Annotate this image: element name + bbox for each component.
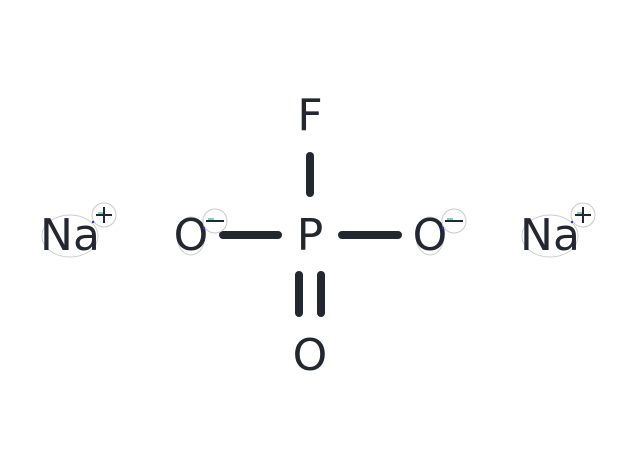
sodium-right-halo xyxy=(521,214,579,258)
atom-oxygen-left: O xyxy=(174,210,209,261)
sodium-left-charge: + xyxy=(91,202,117,228)
atom-oxygen-bottom: O xyxy=(293,330,328,381)
sodium-left-halo xyxy=(41,214,99,258)
sodium-right-charge: + xyxy=(570,202,596,228)
atom-sodium-right: Na xyxy=(520,210,580,261)
oxygen-right-halo xyxy=(415,216,445,256)
oxygen-left-charge: − xyxy=(202,208,228,234)
lone-dot-o-left xyxy=(202,226,206,230)
oxygen-right-charge: − xyxy=(441,208,467,234)
lone-dot-na-right xyxy=(570,220,574,224)
atom-fluorine: F xyxy=(297,90,322,141)
atom-sodium-left: Na xyxy=(40,210,100,261)
atom-oxygen-right: O xyxy=(413,210,448,261)
lone-dot-na-left xyxy=(91,220,95,224)
atom-phosphorus: P xyxy=(297,210,324,261)
oxygen-left-halo xyxy=(176,216,206,256)
lone-dot-o-right xyxy=(441,226,445,230)
